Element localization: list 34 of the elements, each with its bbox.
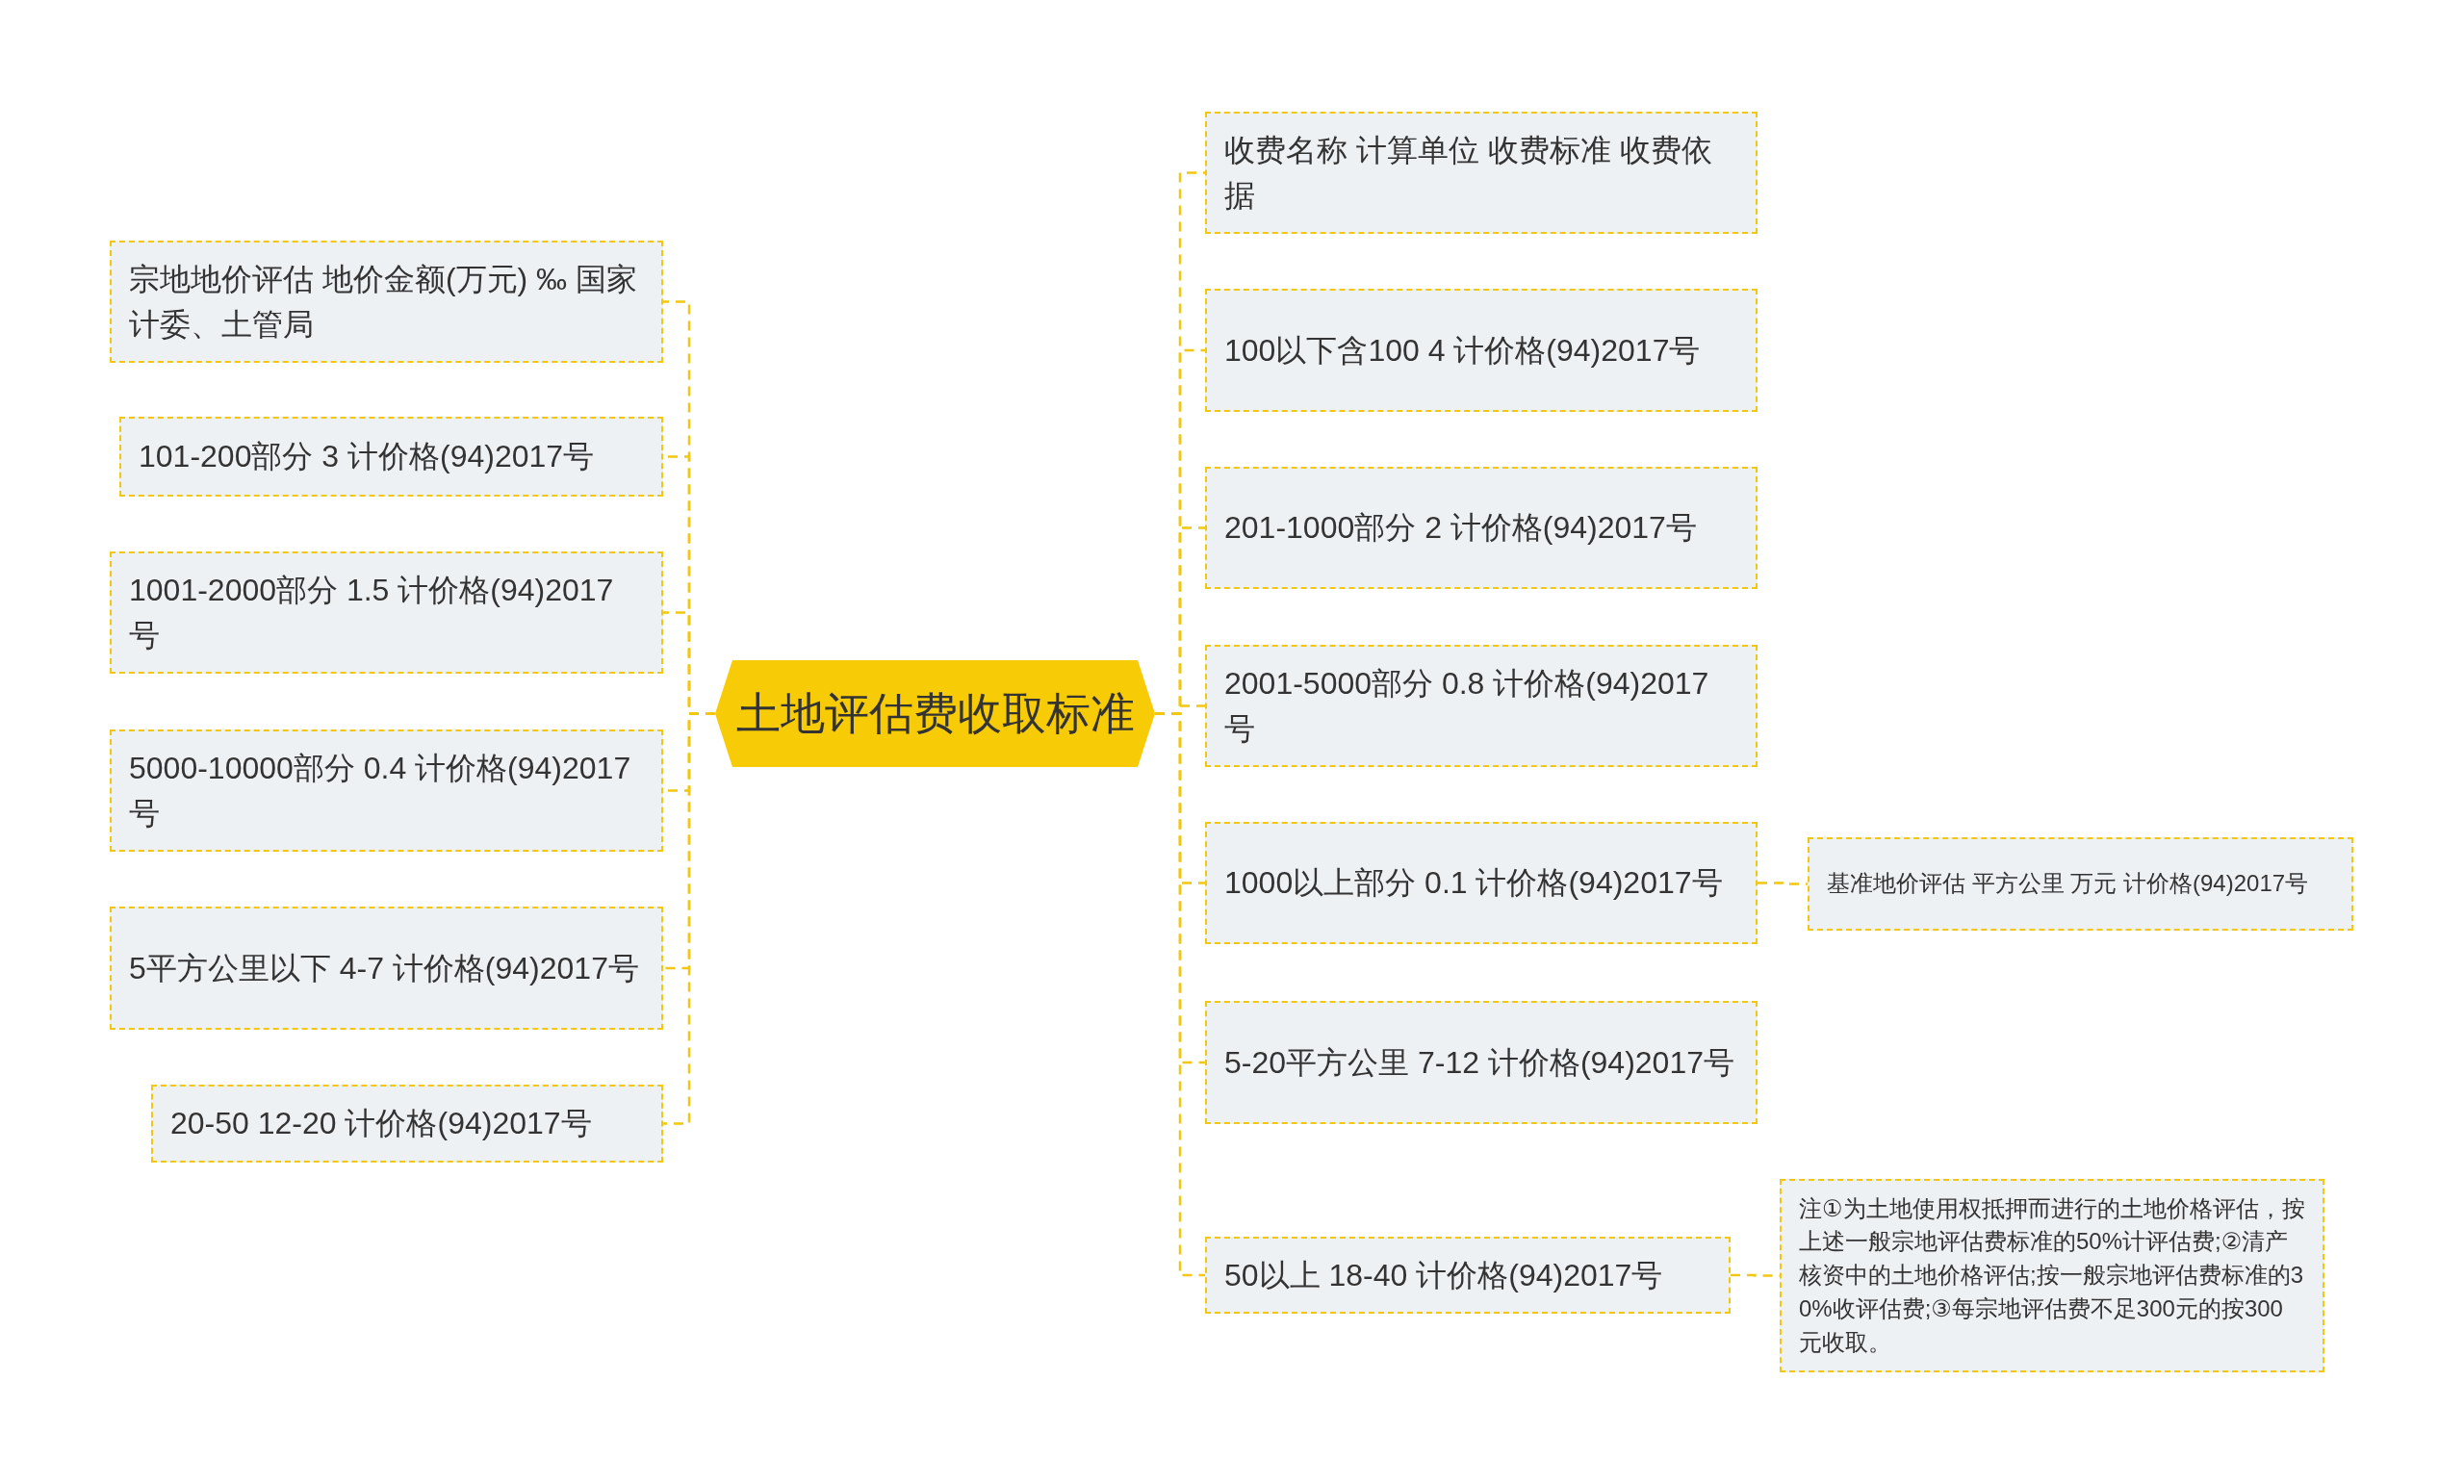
topic-box — [110, 729, 663, 852]
topic-text: 50以上 18-40 计价格(94)2017号 — [1224, 1256, 1663, 1294]
topic-text: 5000-10000部分 0.4 计价格(94)2017号 — [129, 750, 632, 832]
topic-text: 5-20平方公里 7-12 计价格(94)2017号 — [1224, 1043, 1734, 1082]
topic-box — [1205, 112, 1758, 234]
topic-box — [1205, 467, 1758, 589]
topic-box — [1808, 837, 2353, 931]
topic-text: 20-50 12-20 计价格(94)2017号 — [170, 1105, 592, 1143]
topic-text: 1000以上部分 0.1 计价格(94)2017号 — [1224, 864, 1723, 903]
topic-box — [110, 241, 663, 363]
topic-title: 土地评估费收取标准 — [735, 686, 1135, 740]
connector-line — [663, 712, 715, 1125]
topic-box — [1205, 289, 1758, 412]
topic-text: 2001-5000部分 0.8 计价格(94)2017号 — [1224, 665, 1710, 748]
topic-text: 100以下含100 4 计价格(94)2017号 — [1224, 331, 1701, 370]
topic-box — [1205, 822, 1758, 944]
topic-box — [119, 417, 663, 497]
central-topic-hexagon — [715, 660, 1155, 767]
topic-box — [110, 907, 663, 1030]
topic-text: 5平方公里以下 4-7 计价格(94)2017号 — [129, 949, 639, 987]
topic-text: 201-1000部分 2 计价格(94)2017号 — [1224, 509, 1697, 548]
topic-box — [110, 551, 663, 674]
topic-text: 收费名称 计算单位 收费标准 收费依据 — [1224, 132, 1713, 215]
topic-text: 注①为土地使用权抵押而进行的土地价格评估，按上述一般宗地评估费标准的50%计评估费;②清产核资中的土地价格评估;按一般宗地评估费标准的30%收评估费;③每宗地评估费不足300元的按300元收取。 — [1799, 1193, 2305, 1357]
topic-text: 101-200部分 3 计价格(94)2017号 — [139, 438, 595, 476]
topic-text: 1001-2000部分 1.5 计价格(94)2017号 — [129, 572, 615, 654]
connector-line — [1758, 882, 1808, 885]
topic-box — [1780, 1179, 2324, 1372]
topic-box — [1205, 1001, 1758, 1124]
topic-box — [1205, 645, 1758, 767]
topic-text: 基准地价评估 平方公里 万元 计价格(94)2017号 — [1827, 869, 2309, 899]
topic-box — [1205, 1237, 1731, 1314]
topic-box — [151, 1085, 663, 1163]
topic-text: 宗地地价评估 地价金额(万元) ‰ 国家计委、土管局 — [129, 261, 638, 344]
